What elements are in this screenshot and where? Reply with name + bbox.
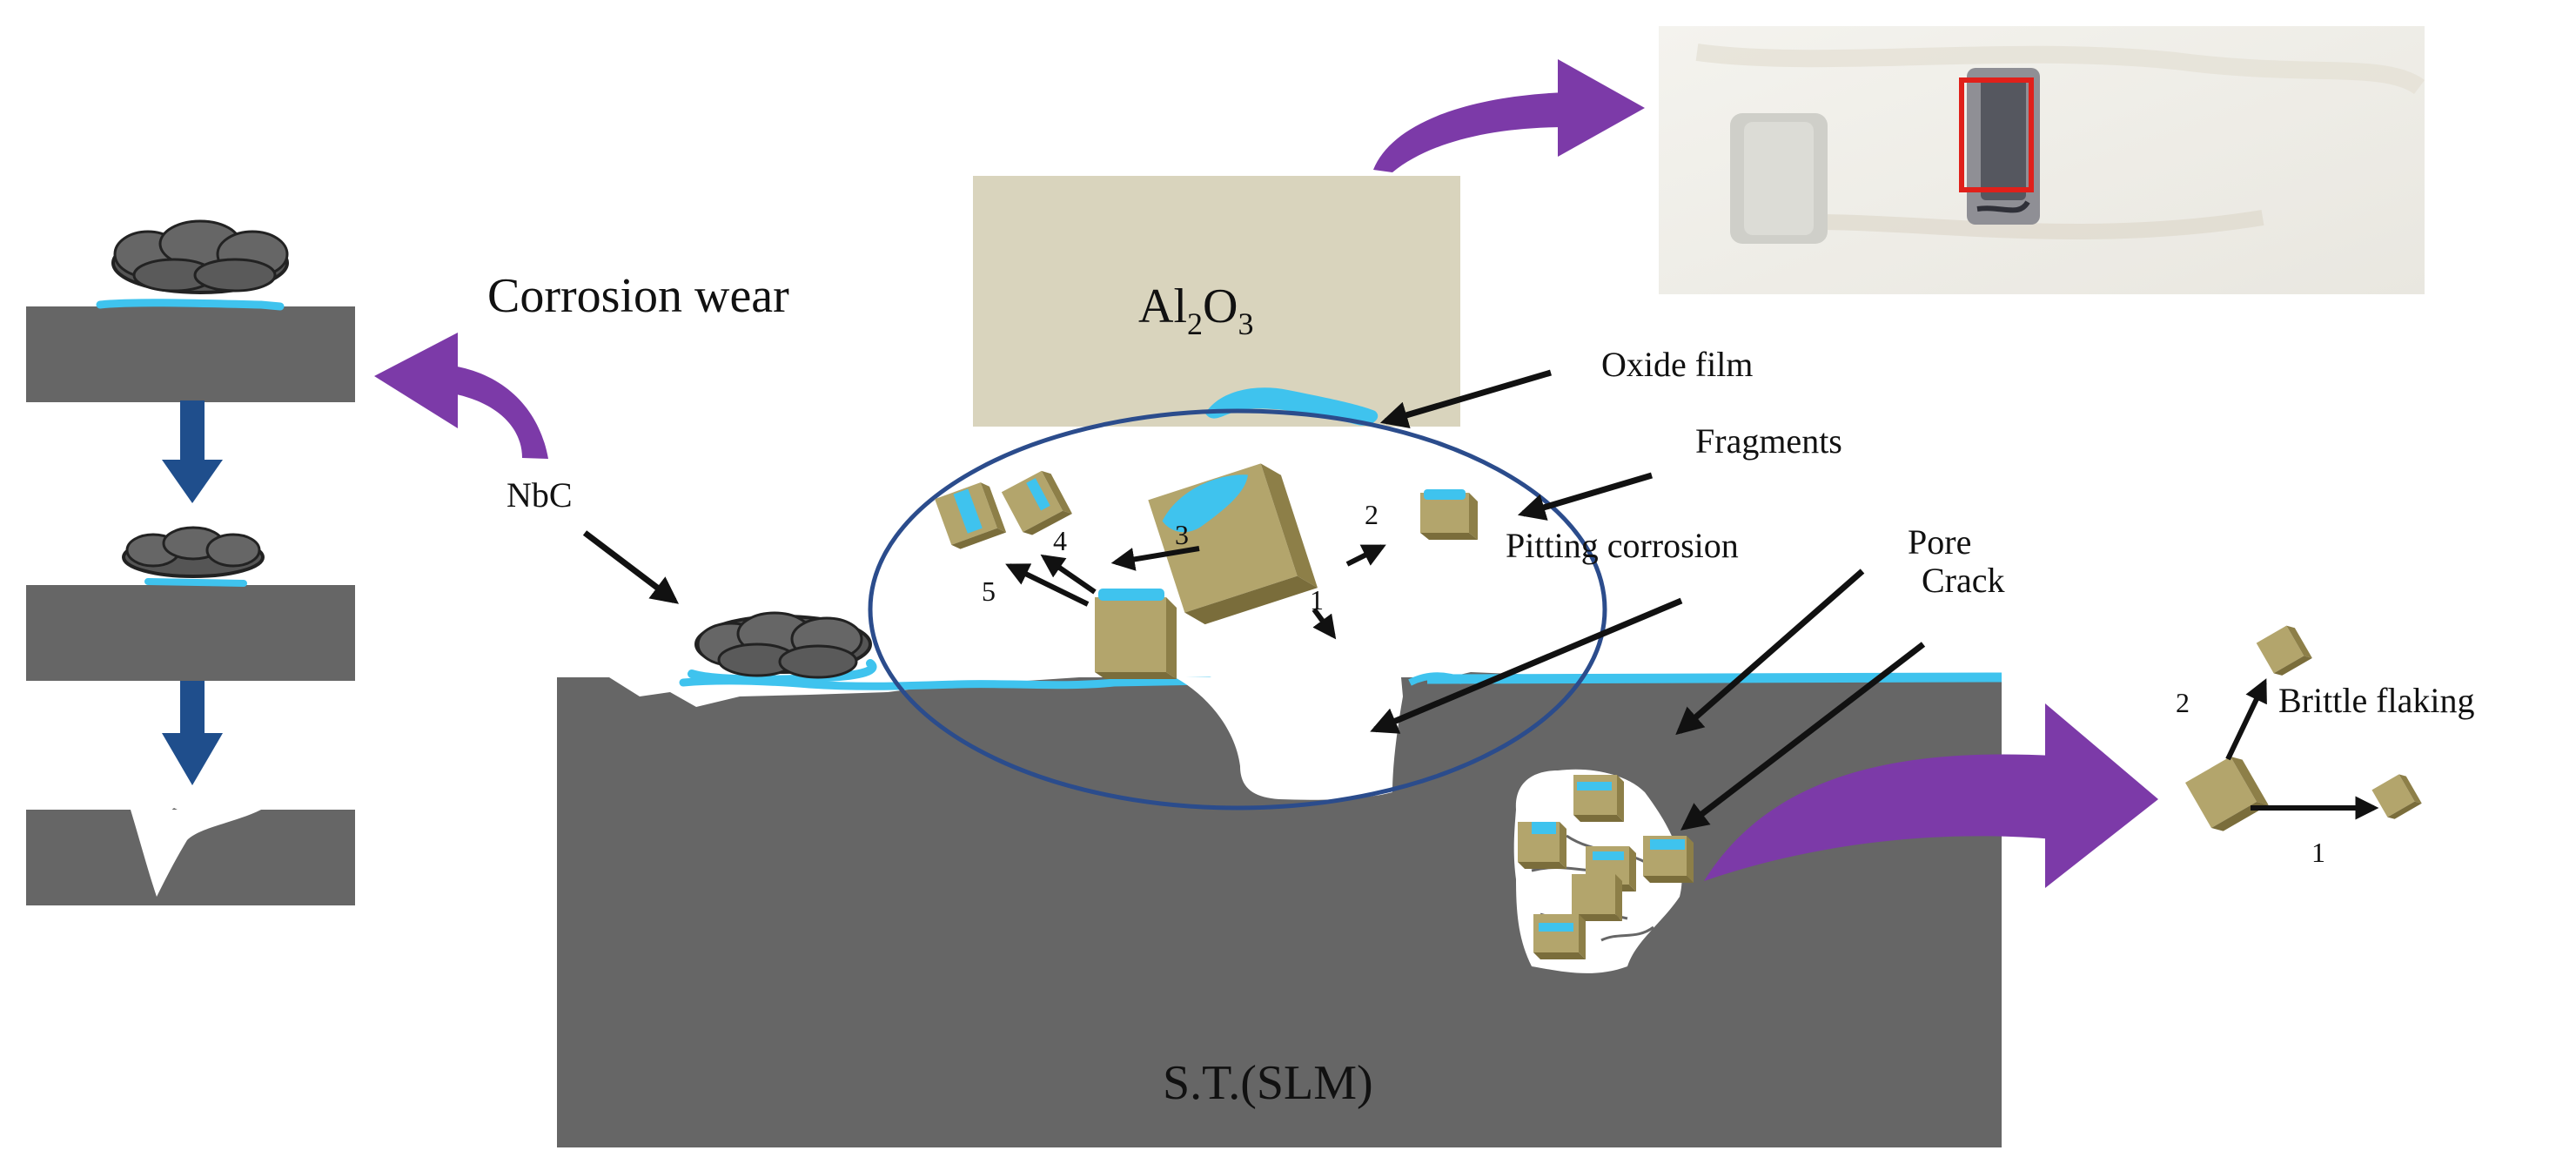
step-number-4: 4 — [1053, 525, 1067, 556]
contact-zone-ellipse — [868, 408, 1607, 811]
fragment-right — [1420, 489, 1478, 540]
pitting-corrosion-label: Pitting corrosion — [1506, 526, 1739, 565]
sequence-stage-3 — [26, 808, 355, 905]
fragment-upper-left-a — [935, 482, 1007, 549]
brittle-flaking-label: Brittle flaking — [2278, 681, 2475, 720]
al2o3-label: Al2O3 — [1138, 279, 1253, 341]
nbc-cloud-stage-1 — [111, 219, 289, 294]
step-number-1: 1 — [1310, 584, 1324, 616]
nbc-label: NbC — [506, 475, 573, 515]
fragment-motion-arrows — [1005, 544, 1386, 640]
sequence-stage-1 — [26, 219, 355, 402]
substrate-label: S.T.(SLM) — [1163, 1056, 1373, 1110]
down-arrow-1 — [162, 400, 223, 503]
fragment-upper-left-b — [1001, 470, 1072, 535]
pore-particles — [1518, 775, 1694, 959]
pit-stage-3 — [131, 810, 261, 897]
pitting-cavity — [1175, 677, 1403, 800]
flaking-arrows — [2225, 678, 2379, 820]
brittle-flaking-group: 2 1 — [2176, 625, 2422, 868]
fragment-bottom — [1095, 589, 1177, 679]
sequence-stage-2 — [26, 526, 355, 681]
flow-arrow-to-flaking — [1704, 703, 2158, 888]
corrosion-sequence — [26, 219, 355, 905]
pore-label: Pore — [1908, 522, 1971, 562]
corrosion-wear-label: Corrosion wear — [487, 269, 789, 323]
flaking-particle-right — [2371, 774, 2422, 819]
large-fragment — [1148, 463, 1318, 625]
flaking-origin-particle — [2185, 757, 2269, 831]
photo-highlight-box — [1959, 77, 2034, 192]
flow-arrow-to-photo — [1373, 59, 1645, 172]
down-arrow-2 — [162, 681, 223, 785]
flow-arrow-to-corrosion — [374, 333, 548, 459]
flaking-particle-up — [2256, 625, 2312, 676]
nbc-cloud-stage-2 — [122, 526, 265, 578]
crack-label: Crack — [1922, 561, 2005, 600]
step-numbers: 3 2 1 4 5 — [982, 499, 1379, 616]
flaking-step-1: 1 — [2311, 837, 2325, 868]
al2o3-counterface: Al2O3 — [973, 176, 1460, 427]
step-number-3: 3 — [1175, 519, 1189, 550]
nbc-cloud-main — [688, 611, 877, 684]
wear-track-photo — [1659, 26, 2425, 294]
oxide-film-label: Oxide film — [1601, 345, 1753, 384]
step-number-5: 5 — [982, 575, 996, 607]
step-number-2: 2 — [1365, 499, 1379, 530]
fragments-label: Fragments — [1695, 421, 1842, 461]
pore-region — [1513, 769, 1694, 973]
leader-arrows — [582, 369, 1926, 831]
flaking-step-2: 2 — [2176, 687, 2190, 718]
